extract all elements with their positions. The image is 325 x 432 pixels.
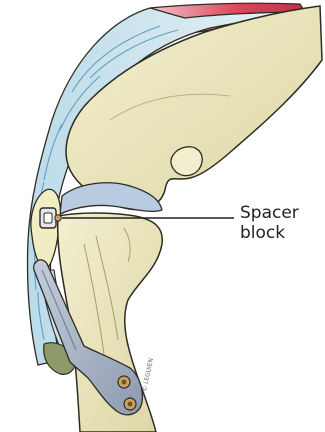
spacer-label-line1: Spacer xyxy=(240,203,324,223)
spacer-pin xyxy=(55,215,61,221)
spacer-label-line2: block xyxy=(240,223,324,243)
artist-signature: © LEGUIEN xyxy=(141,358,155,393)
spacer-block-label: Spacer block xyxy=(240,203,324,243)
